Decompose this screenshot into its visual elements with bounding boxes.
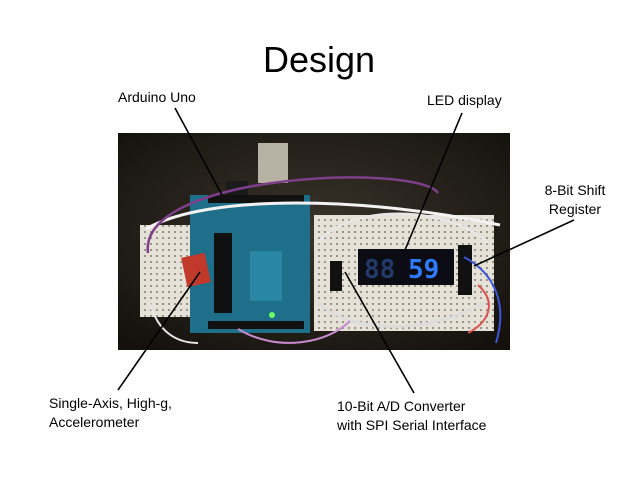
circuit-photo: 88 59 bbox=[118, 133, 510, 350]
adc-chip bbox=[330, 261, 342, 291]
wire-white-right bbox=[317, 212, 489, 244]
label-shift-register-line2: Register bbox=[548, 201, 602, 217]
wire-pink bbox=[237, 320, 351, 344]
label-adc-line1: 10-Bit A/D Converter bbox=[337, 398, 466, 414]
header-pins-bottom bbox=[208, 321, 304, 329]
led-digits-lit: 59 bbox=[408, 255, 439, 285]
label-accelerometer-line2: Accelerometer bbox=[49, 414, 140, 430]
label-adc: 10-Bit A/D Converter with SPI Serial Int… bbox=[337, 397, 486, 435]
status-led bbox=[269, 312, 275, 318]
label-adc-line2: with SPI Serial Interface bbox=[337, 417, 487, 433]
label-accelerometer: Single-Axis, High-g, Accelerometer bbox=[49, 394, 172, 432]
wire-red-right bbox=[467, 284, 490, 334]
header-pins-top bbox=[208, 195, 304, 203]
label-shift-register-line1: 8-Bit Shift bbox=[544, 182, 606, 198]
label-shift-register: 8-Bit Shift Register bbox=[520, 181, 630, 219]
slide-title: Design bbox=[262, 39, 376, 80]
microcontroller-chip bbox=[214, 233, 232, 313]
label-arduino-uno: Arduino Uno bbox=[118, 89, 196, 105]
usb-connector bbox=[258, 143, 288, 183]
wire-blue-right bbox=[463, 256, 502, 344]
arduino-logo-panel bbox=[250, 251, 282, 301]
led-digits-dim: 88 bbox=[364, 255, 395, 285]
label-led-display: LED display bbox=[427, 92, 502, 108]
label-accelerometer-line1: Single-Axis, High-g, bbox=[49, 395, 172, 411]
shift-register-chip bbox=[458, 245, 472, 295]
